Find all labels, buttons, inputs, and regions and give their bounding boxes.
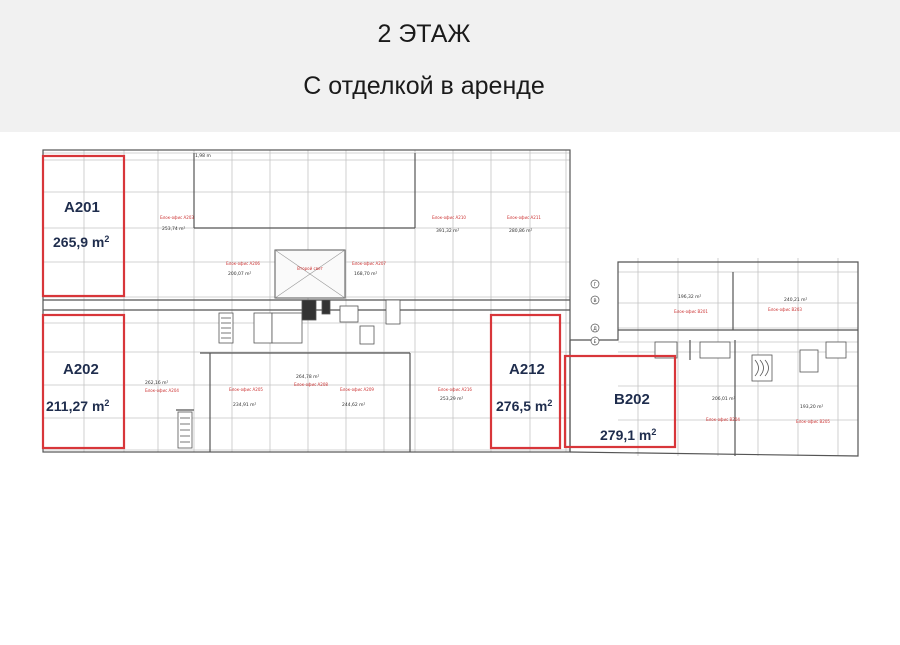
office-b203-label: Блок-офис B203 (768, 307, 802, 312)
unit-a201[interactable]: A201 265,9 m2 (41, 154, 126, 298)
office-a205-label: Блок-офис A205 (229, 387, 263, 392)
walls-right (569, 261, 859, 457)
office-a208-label: Блок-офис A208 (294, 382, 328, 387)
office-b205-area: 193,20 m² (800, 404, 824, 410)
office-a210-label: Блок-офис A210 (432, 215, 466, 220)
office-a209-label: Блок-офис A209 (340, 387, 374, 392)
office-b201-area: 196,32 m² (678, 294, 702, 300)
atrium-label: Второй свет (297, 266, 323, 271)
office-a207-area: 168,70 m² (354, 271, 378, 277)
subtitle: С отделкой в аренде (303, 72, 545, 100)
atrium-void: Второй свет (274, 249, 346, 299)
unit-a202-area: 211,27 m2 (46, 398, 109, 414)
unit-a201-label: A201 (64, 199, 100, 216)
axis-label-e: Е (594, 339, 597, 345)
office-a216-label: Блок-офис A216 (438, 387, 472, 392)
office-b204-label: Блок-офис B204 (706, 417, 740, 422)
office-a203-label: Блок-офис A203 (160, 215, 194, 220)
axis-label-g: Г (594, 282, 597, 288)
office-a208-area: 264,78 m² (296, 374, 320, 380)
axis-label-d: Д (593, 326, 597, 332)
unit-a201-area: 265,9 m2 (53, 234, 109, 250)
header-bar: 2 ЭТАЖ С отделкой в аренде (0, 0, 900, 132)
unit-b202-outline[interactable] (563, 354, 677, 449)
office-a216-area: 253,29 m² (440, 396, 464, 402)
dim-top: 1,98 m (195, 153, 211, 159)
room-labels: 1,98 m Блок-офис A203 253,74 m² Блок-офи… (145, 153, 830, 424)
office-a203-area: 253,74 m² (162, 226, 186, 232)
axis-label-v: В (593, 298, 596, 304)
core-stairs (177, 299, 401, 449)
office-a211-label: Блок-офис A211 (507, 215, 541, 220)
floor-plan-drawing: Второй свет (41, 149, 859, 457)
office-b201-label: Блок-офис B201 (674, 309, 708, 314)
core-right (654, 341, 847, 382)
floor-plan: Второй свет (0, 132, 900, 472)
unit-b202-area: 279,1 m2 (600, 427, 656, 443)
office-a210-area: 391,32 m² (436, 228, 460, 234)
office-b205-label: Блок-офис B205 (796, 419, 830, 424)
office-a204-label: Блок-офис A204 (145, 388, 179, 393)
unit-a202-outline[interactable] (41, 313, 126, 450)
office-a209-area: 244,62 m² (342, 402, 366, 408)
unit-a212-area: 276,5 m2 (496, 398, 552, 414)
unit-a201-outline[interactable] (41, 154, 126, 298)
unit-a212-label: A212 (509, 361, 545, 378)
office-a211-area: 280,86 m² (509, 228, 533, 234)
unit-a212-outline[interactable] (489, 313, 562, 450)
axis-markers (590, 279, 600, 346)
office-a205-area: 234,91 m² (233, 402, 257, 408)
office-a206-label: Блок-офис A206 (226, 261, 260, 266)
floor-title: 2 ЭТАЖ (377, 20, 471, 48)
unit-b202[interactable]: B202 279,1 m2 (563, 354, 677, 449)
office-b204-area: 206,01 m² (712, 396, 736, 402)
office-a206-area: 200,07 m² (228, 271, 252, 277)
office-b203-area: 240,21 m² (784, 297, 808, 303)
office-a204-area: 262,16 m² (145, 380, 169, 386)
unit-a212[interactable]: A212 276,5 m2 (489, 313, 562, 450)
unit-b202-label: B202 (614, 391, 650, 408)
unit-a202-label: A202 (63, 361, 99, 378)
unit-a202[interactable]: A202 211,27 m2 (41, 313, 126, 450)
office-a207-label: Блок-офис A207 (352, 261, 386, 266)
